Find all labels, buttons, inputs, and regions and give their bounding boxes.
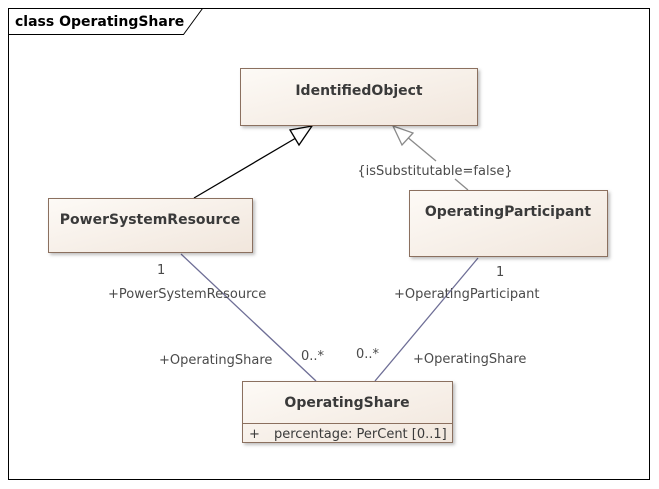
psr-share-end-multiplicity: 0..* [301, 349, 325, 364]
association-line-participant-share[interactable] [374, 257, 479, 382]
class-name: IdentifiedObject [295, 83, 423, 99]
participant-share-end-role: +OperatingShare [413, 352, 526, 367]
attribute-percentage: percentage: PerCent [0..1] [274, 427, 447, 442]
psr-end-multiplicity: 1 [157, 263, 165, 278]
class-operating-share[interactable]: OperatingShare + percentage: PerCent [0.… [242, 381, 453, 443]
participant-end-role: +OperatingParticipant [394, 287, 539, 302]
class-power-system-resource[interactable]: PowerSystemResource [48, 198, 253, 253]
class-operating-participant[interactable]: OperatingParticipant [409, 190, 608, 257]
class-name: OperatingShare [284, 395, 409, 411]
attribute-visibility: + [249, 427, 260, 442]
frame-title: class OperatingShare [15, 14, 184, 30]
class-name: PowerSystemResource [60, 212, 240, 228]
association-line-psr-share[interactable] [180, 253, 317, 382]
generalization-psr[interactable] [193, 125, 314, 199]
psr-share-end-role: +OperatingShare [159, 353, 272, 368]
participant-end-multiplicity: 1 [496, 265, 504, 280]
substitutable-constraint: {isSubstitutable=false} [357, 164, 512, 179]
participant-share-end-multiplicity: 0..* [356, 347, 380, 362]
generalization-arrowhead [288, 125, 314, 147]
class-name: OperatingParticipant [425, 204, 592, 220]
class-identified-object[interactable]: IdentifiedObject [240, 68, 478, 126]
psr-end-role: +PowerSystemResource [108, 287, 266, 302]
generalization-participant[interactable] [391, 124, 469, 191]
generalization-arrowhead [391, 124, 415, 147]
